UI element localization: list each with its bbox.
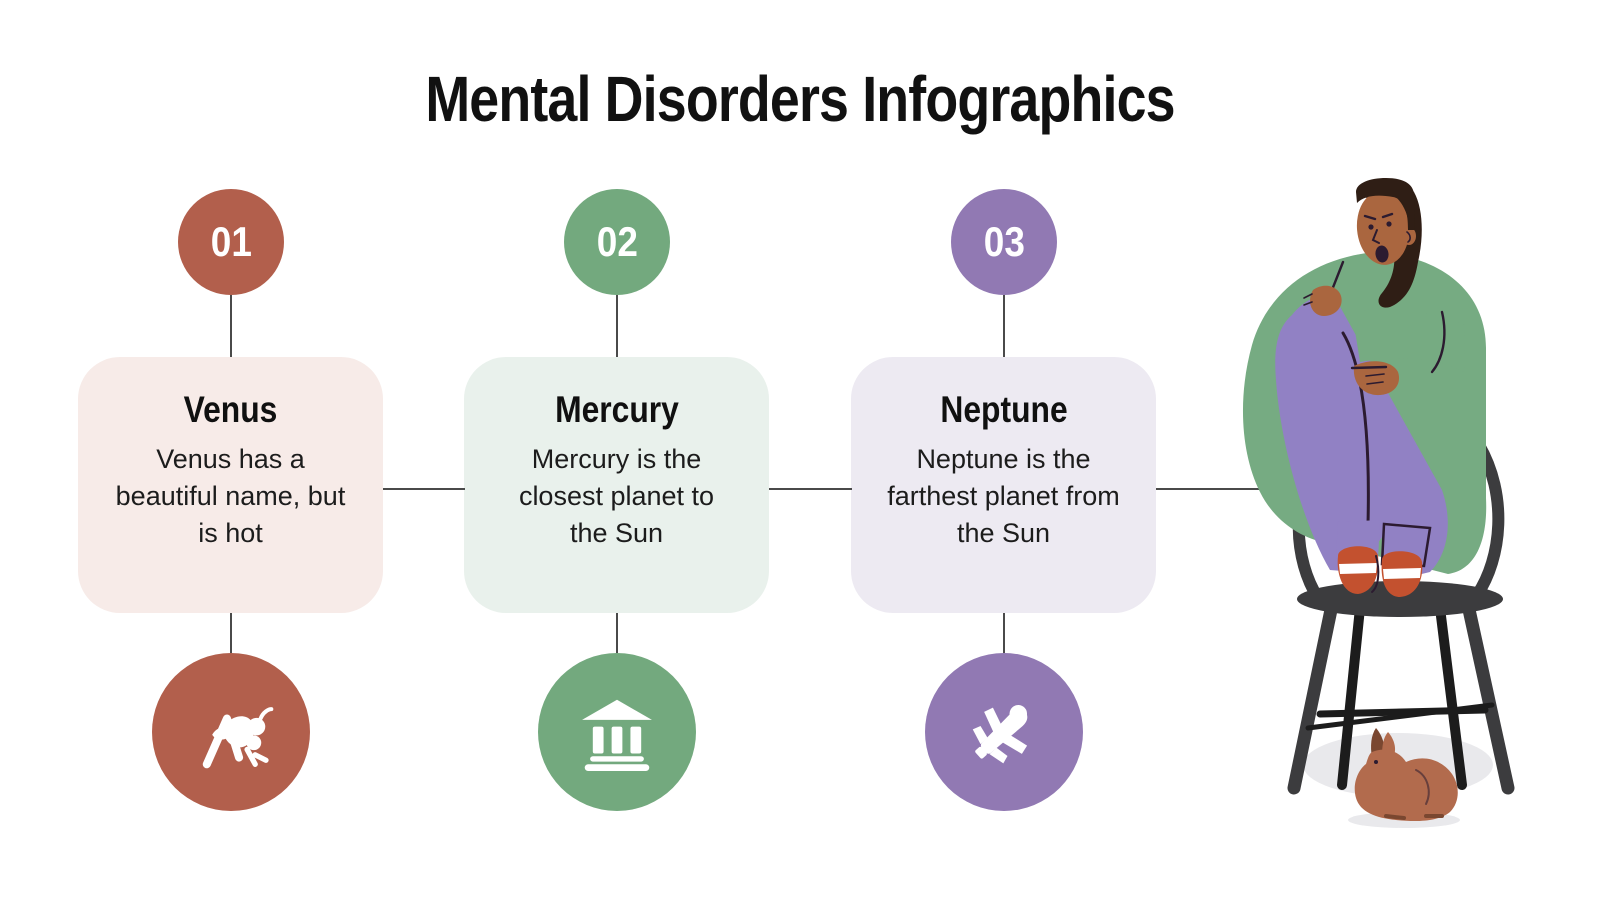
info-card-mercury: Mercury Mercury is the closest planet to… bbox=[464, 357, 769, 613]
stool-legs bbox=[1287, 598, 1515, 795]
step-number-badge: 01 bbox=[178, 189, 284, 295]
facial-features bbox=[1363, 212, 1394, 263]
connector-vertical bbox=[616, 295, 618, 357]
connector-vertical bbox=[1003, 613, 1005, 653]
step-number: 01 bbox=[210, 218, 252, 265]
step-number: 02 bbox=[596, 218, 638, 265]
anxious-person-illustration bbox=[1242, 178, 1515, 828]
page-title: Mental Disorders Infographics bbox=[425, 63, 1175, 135]
shoes bbox=[1337, 546, 1423, 597]
jet-plane-icon bbox=[972, 704, 1028, 764]
right-hand bbox=[1350, 361, 1400, 396]
info-card-venus: Venus Venus has a beautiful name, but is… bbox=[78, 357, 383, 613]
connector-vertical bbox=[230, 613, 232, 653]
rabbit bbox=[1348, 728, 1460, 828]
connector-horizontal bbox=[383, 488, 465, 490]
step-number: 03 bbox=[983, 218, 1025, 265]
icon-badge bbox=[925, 653, 1083, 811]
pants bbox=[1275, 295, 1448, 578]
connector-horizontal bbox=[769, 488, 852, 490]
card-title: Venus bbox=[183, 389, 278, 430]
card-title: Neptune bbox=[939, 389, 1068, 430]
right-sleeve bbox=[1352, 309, 1465, 372]
info-card-neptune: Neptune Neptune is the farthest planet f… bbox=[851, 357, 1156, 613]
icon-badge bbox=[538, 653, 696, 811]
card-description: Mercury is the closest planet to the Sun bbox=[518, 444, 715, 548]
connector-vertical bbox=[1003, 295, 1005, 357]
connector-vertical bbox=[616, 613, 618, 653]
ear bbox=[1402, 227, 1416, 245]
card-description: Venus has a beautiful name, but is hot bbox=[115, 444, 346, 548]
step-number-badge: 02 bbox=[564, 189, 670, 295]
icon-badge bbox=[152, 653, 310, 811]
face bbox=[1356, 191, 1410, 265]
connector-horizontal bbox=[1156, 488, 1289, 490]
locust-icon bbox=[202, 707, 274, 769]
person bbox=[1242, 178, 1487, 597]
step-number-badge: 03 bbox=[951, 189, 1057, 295]
card-description: Neptune is the farthest planet from the … bbox=[887, 444, 1120, 548]
connector-vertical bbox=[230, 295, 232, 357]
left-hand bbox=[1303, 260, 1345, 316]
card-title: Mercury bbox=[554, 389, 679, 430]
hair-front bbox=[1356, 178, 1415, 230]
bank-columns-icon bbox=[582, 699, 652, 771]
